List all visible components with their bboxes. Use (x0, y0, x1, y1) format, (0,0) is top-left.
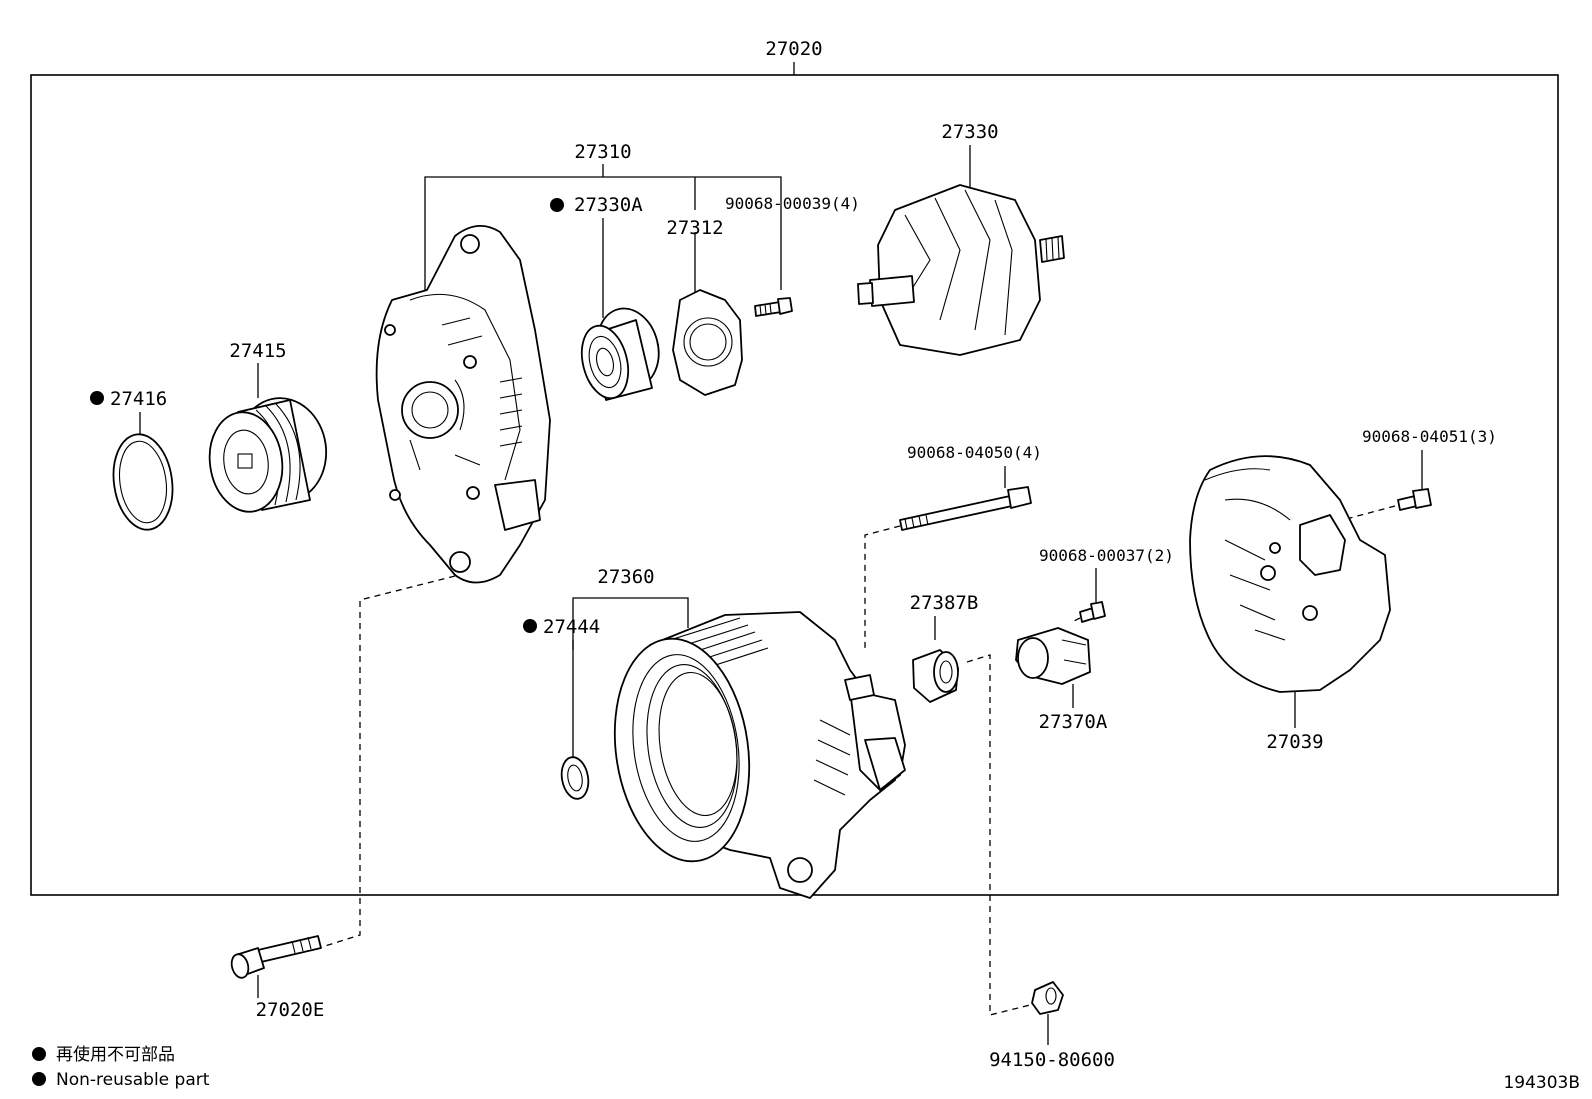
legend-dot-en (32, 1072, 46, 1086)
label-27360[interactable]: 27360 (597, 566, 654, 588)
legend-jp: 再使用不可部品 (56, 1044, 175, 1065)
brush-holder-27370A[interactable] (1015, 627, 1091, 685)
label-90068-00037[interactable]: 90068-00037(2) (1039, 546, 1174, 565)
rotor-27330[interactable] (857, 184, 1065, 356)
through-bolt-90068-04050[interactable] (899, 486, 1032, 531)
label-27387B[interactable]: 27387B (910, 592, 979, 614)
label-27370A[interactable]: 27370A (1039, 711, 1108, 733)
label-27312[interactable]: 27312 (666, 217, 723, 239)
non-reusable-dot-27416 (90, 391, 104, 405)
label-27330[interactable]: 27330 (941, 121, 998, 143)
stator-assembly-27360[interactable] (601, 611, 906, 899)
label-94150-80600[interactable]: 94150-80600 (989, 1049, 1115, 1071)
label-90068-04051[interactable]: 90068-04051(3) (1362, 427, 1497, 446)
label-27330A[interactable]: 27330A (574, 194, 643, 216)
screw-90068-00037[interactable] (1079, 601, 1106, 623)
non-reusable-dot-27444 (523, 619, 537, 633)
label-27416[interactable]: 27416 (110, 388, 167, 410)
dash-90068-04051 (1349, 505, 1396, 519)
pulley-27415[interactable] (203, 392, 332, 516)
label-90068-04050[interactable]: 90068-04050(4) (907, 443, 1042, 462)
nut-94150-80600[interactable] (1031, 981, 1064, 1015)
label-90068-00039[interactable]: 90068-00039(4) (725, 194, 860, 213)
legend-dot-jp (32, 1047, 46, 1061)
label-27310[interactable]: 27310 (574, 141, 631, 163)
screw-90068-00039[interactable] (754, 297, 793, 317)
label-27020E[interactable]: 27020E (256, 999, 325, 1021)
label-27039[interactable]: 27039 (1266, 731, 1323, 753)
label-27415[interactable]: 27415 (229, 340, 286, 362)
dash-through-bolt (864, 525, 901, 650)
dash-27020E (324, 575, 456, 947)
label-27444[interactable]: 27444 (543, 616, 600, 638)
screw-90068-04051[interactable] (1397, 488, 1432, 511)
drive-end-frame[interactable] (375, 225, 551, 584)
legend-en: Non-reusable part (56, 1070, 210, 1090)
washer-27444[interactable] (559, 755, 592, 801)
bolt-27020E[interactable] (229, 935, 322, 980)
bracket-27310 (424, 176, 782, 295)
label-27020[interactable]: 27020 (765, 38, 822, 60)
dash-94150-80600 (966, 654, 1031, 1016)
bearing-cover-27387B[interactable] (912, 649, 959, 703)
figure-code: 194303B (1503, 1073, 1580, 1093)
retainer-plate-27312[interactable] (672, 289, 743, 396)
bearing-27330A[interactable] (575, 302, 667, 403)
rear-end-cover-27039[interactable] (1189, 455, 1391, 693)
non-reusable-dot-27330A (550, 198, 564, 212)
snap-ring-27416[interactable] (108, 430, 179, 533)
